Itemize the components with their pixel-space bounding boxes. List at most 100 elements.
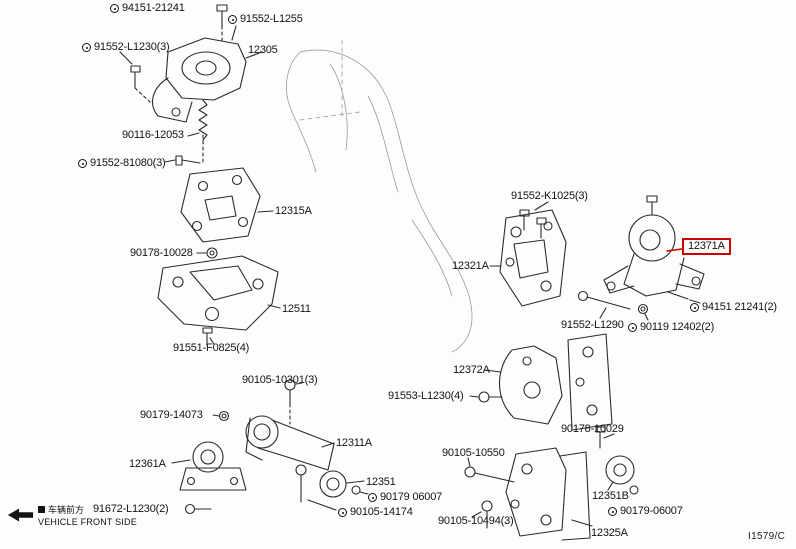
part-number-text: 12351 [366, 476, 396, 488]
part-label-12372a[interactable]: 12372A [453, 364, 490, 377]
part-number-text: 91552-L1290 [561, 319, 624, 331]
part-number-text: 91552-81080(3) [90, 157, 166, 169]
part-number-text: 90179-14073 [140, 409, 203, 421]
part-number-text: 94151-21241 [122, 2, 185, 14]
insulator-12371A [603, 195, 705, 297]
vehicle-front-indicator: 车辆前方 VEHICLE FRONT SIDE [6, 503, 137, 527]
nut-90119-12402 [637, 303, 649, 321]
bolt-90105-10550 [464, 457, 515, 483]
part-label-90178-10029[interactable]: 90178-10029 [561, 423, 624, 436]
part-label-12351[interactable]: 12351 [366, 476, 396, 489]
part-number-text: 12311A [336, 437, 372, 449]
part-number-text: 90105-14174 [350, 506, 413, 518]
part-label-12311a[interactable]: 12311A [336, 437, 372, 450]
bolt-94151-21241 [216, 4, 228, 43]
nonreusable-marker-icon [628, 323, 637, 332]
engine-outline [286, 39, 473, 353]
bolts-90105-10494 [471, 500, 493, 529]
black-square-icon [38, 506, 45, 513]
bolts-90105-10301 [284, 379, 303, 425]
part-label-90179-06007[interactable]: 90179 06007 [368, 491, 442, 504]
part-label-91551-f0825-4-[interactable]: 91551-F0825(4) [173, 342, 249, 355]
part-label-12371a[interactable]: 12371A [682, 238, 731, 255]
part-label-12351b[interactable]: 12351B [592, 490, 629, 503]
part-number-text: 91552-K1025(3) [511, 190, 588, 202]
part-number-text: 90178-10028 [130, 247, 193, 259]
highlight-leader [666, 248, 683, 252]
part-number-text: 12315A [275, 205, 312, 217]
stud-90116-12053 [187, 99, 208, 163]
part-number-text: 90119 12402(2) [640, 321, 715, 333]
part-label-91552-l1255[interactable]: 91552-L1255 [228, 13, 303, 26]
front-arrow-icon [7, 508, 34, 522]
bracket-12372A [485, 333, 613, 431]
part-number-text: 94151 21241(2) [702, 301, 777, 313]
nut-90179-06007-right [629, 485, 639, 495]
washer-90179-14073 [212, 410, 230, 422]
nonreusable-marker-icon [78, 159, 87, 168]
part-label-12325a[interactable]: 12325A [591, 527, 628, 540]
diagram-code: I1579/C [748, 531, 786, 542]
part-label-91552-l1230-3-[interactable]: 91552-L1230(3) [82, 41, 170, 54]
part-number-text: 12305 [248, 44, 278, 56]
part-number-text: 12321A [452, 260, 489, 272]
part-number-text: 12361A [129, 458, 166, 470]
nut-90179-06007-left [351, 485, 369, 495]
part-label-90105-10550[interactable]: 90105-10550 [442, 447, 505, 460]
part-label-91552-81080-3-[interactable]: 91552-81080(3) [78, 157, 166, 170]
part-number-text: 12371A [688, 240, 725, 252]
bracket-12325A [505, 447, 593, 541]
part-label-12511[interactable]: 12511 [282, 303, 311, 316]
part-number-text: 91553-L1230(4) [388, 390, 464, 402]
part-label-90105-14174[interactable]: 90105-14174 [338, 506, 413, 519]
nonreusable-marker-icon [228, 15, 237, 24]
bolt-91551-F0825 [202, 327, 215, 346]
part-label-12321a[interactable]: 12321A [452, 260, 489, 273]
part-label-90179-06007[interactable]: 90179-06007 [608, 505, 683, 518]
part-label-94151-21241[interactable]: 94151-21241 [110, 2, 185, 15]
bolt-90105-14174 [295, 464, 337, 511]
part-number-text: 12511 [282, 303, 311, 315]
bushing-12351B [605, 455, 635, 491]
part-number-text: 12351B [592, 490, 629, 502]
part-label-90179-14073[interactable]: 90179-14073 [140, 409, 203, 422]
bolt-91552-L1290 [577, 290, 631, 319]
part-number-text: 90179 06007 [380, 491, 443, 503]
bushing-12351 [319, 470, 365, 498]
bracket-12321A [489, 209, 567, 307]
mount-12361A [171, 441, 247, 491]
part-label-90119-12402-2-[interactable]: 90119 12402(2) [628, 321, 714, 334]
part-label-12305[interactable]: 12305 [248, 44, 278, 57]
part-number-text: 90116-12053 [122, 129, 184, 141]
nonreusable-marker-icon [338, 508, 347, 517]
bolt-91552-L1230 [119, 51, 151, 103]
part-label-90105-10494-3-[interactable]: 90105-10494(3) [438, 515, 514, 528]
part-label-94151-21241-2-[interactable]: 94151 21241(2) [690, 301, 777, 314]
nonreusable-marker-icon [110, 4, 119, 13]
part-number-text: 91552-L1230(3) [94, 41, 170, 53]
part-label-91552-k1025-3-[interactable]: 91552-K1025(3) [511, 190, 588, 203]
stud-94151-21241-2 [667, 291, 701, 304]
part-label-91672-l1230-2-[interactable]: 91672-L1230(2) [93, 503, 169, 516]
stud-90178-10029 [595, 426, 615, 449]
part-label-12361a[interactable]: 12361A [129, 458, 166, 471]
vehicle-front-label-en: VEHICLE FRONT SIDE [38, 517, 137, 527]
bolt-91553-L1230 [469, 391, 503, 403]
nonreusable-marker-icon [82, 43, 91, 52]
part-label-90178-10028[interactable]: 90178-10028 [130, 247, 193, 260]
part-label-90105-10301-3-[interactable]: 90105-10301(3) [242, 374, 318, 387]
bracket-12315A [180, 167, 274, 243]
part-number-text: 90105-10301(3) [242, 374, 318, 386]
part-label-91552-l1290[interactable]: 91552-L1290 [561, 319, 624, 332]
leader-91552-L1255 [231, 25, 237, 41]
part-label-91553-l1230-4-[interactable]: 91553-L1230(4) [388, 390, 464, 403]
bolt-91552-81080 [164, 155, 201, 166]
part-label-12315a[interactable]: 12315A [275, 205, 312, 218]
part-number-text: 90179-06007 [620, 505, 683, 517]
bolts-91552-K1025 [519, 201, 549, 239]
part-number-text: 91672-L1230(2) [93, 503, 169, 515]
nonreusable-marker-icon [690, 303, 699, 312]
part-label-90116-12053[interactable]: 90116-12053 [122, 129, 184, 142]
bracket-12311A [245, 415, 335, 471]
